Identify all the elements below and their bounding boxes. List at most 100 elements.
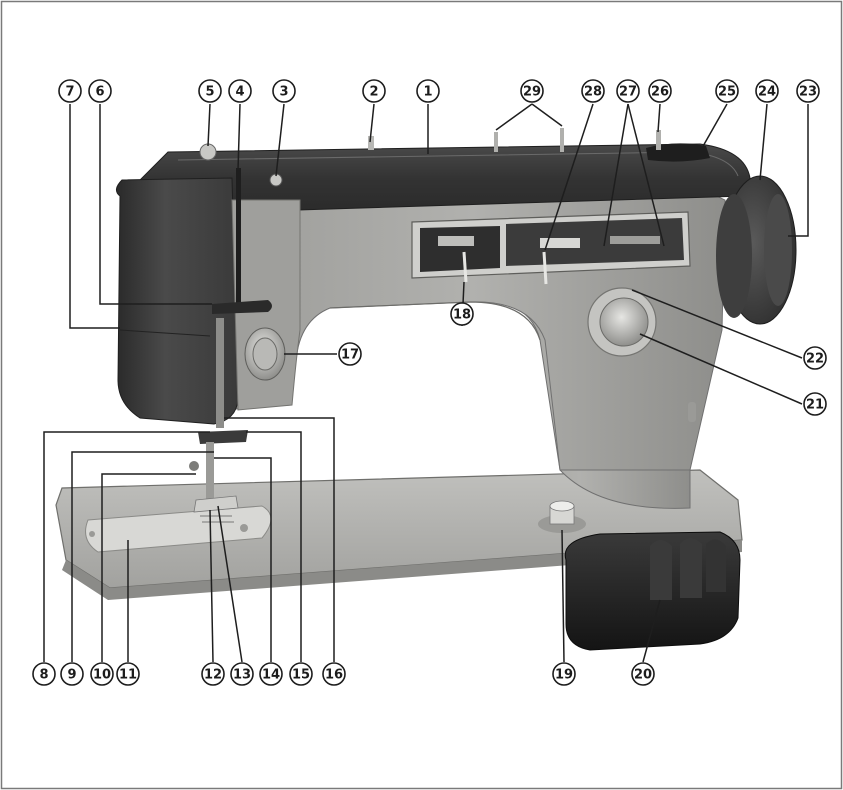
callout-circle xyxy=(581,79,605,103)
spool-pin xyxy=(494,132,498,152)
callout-number: 3 xyxy=(279,85,288,100)
callout-circle xyxy=(450,302,474,326)
callout-circle xyxy=(90,662,114,686)
bobbin-spool xyxy=(538,500,586,533)
needle-assembly xyxy=(189,318,248,513)
machine-head xyxy=(116,177,239,425)
callout-number: 1 xyxy=(423,85,432,100)
callout-28: 28 xyxy=(581,79,605,103)
callout-circle xyxy=(272,79,296,103)
callout-21: 21 xyxy=(803,392,827,416)
callout-number: 21 xyxy=(806,398,824,413)
callout-5: 5 xyxy=(198,79,222,103)
callout-number: 5 xyxy=(205,85,214,100)
callout-4: 4 xyxy=(228,79,252,103)
callout-7: 7 xyxy=(58,79,82,103)
callout-circle xyxy=(631,662,655,686)
needle-plate xyxy=(85,505,272,553)
callout-number: 23 xyxy=(799,85,817,100)
callout-number: 6 xyxy=(95,85,104,100)
callout-2: 2 xyxy=(362,79,386,103)
callout-10: 10 xyxy=(90,662,114,686)
callout-18: 18 xyxy=(450,302,474,326)
callout-22: 22 xyxy=(803,346,827,370)
callout-circle xyxy=(58,79,82,103)
callout-circle xyxy=(322,662,346,686)
callout-circle xyxy=(198,79,222,103)
callout-27: 27 xyxy=(616,79,640,103)
foot-controller xyxy=(564,531,741,651)
callout-3: 3 xyxy=(272,79,296,103)
bobbin-winder xyxy=(646,143,710,162)
callout-number: 29 xyxy=(523,85,541,100)
callout-number: 27 xyxy=(619,85,637,100)
callout-number: 20 xyxy=(634,668,652,683)
callout-14: 14 xyxy=(259,662,283,686)
callout-number: 18 xyxy=(453,308,471,323)
callout-number: 25 xyxy=(718,85,736,100)
callout-circle xyxy=(796,79,820,103)
callout-number: 17 xyxy=(341,348,359,363)
callout-circle xyxy=(289,662,313,686)
callout-26: 26 xyxy=(648,79,672,103)
callout-1: 1 xyxy=(416,79,440,103)
callout-24: 24 xyxy=(755,79,779,103)
callout-number: 13 xyxy=(233,668,251,683)
callout-number: 19 xyxy=(555,668,573,683)
callout-circle xyxy=(230,662,254,686)
callout-number: 22 xyxy=(806,352,824,367)
callout-circle xyxy=(803,346,827,370)
callout-number: 4 xyxy=(235,85,244,100)
callout-12: 12 xyxy=(201,662,225,686)
callout-15: 15 xyxy=(289,662,313,686)
callout-6: 6 xyxy=(88,79,112,103)
callout-9: 9 xyxy=(60,662,84,686)
pattern-panel xyxy=(411,211,691,285)
callout-circle xyxy=(520,79,544,103)
callout-circle xyxy=(648,79,672,103)
callout-circle xyxy=(116,662,140,686)
callout-circle xyxy=(715,79,739,103)
callout-number: 26 xyxy=(651,85,669,100)
callout-number: 9 xyxy=(67,668,76,683)
callout-circle xyxy=(32,662,56,686)
stitch-width-knob xyxy=(587,287,657,357)
callout-25: 25 xyxy=(715,79,739,103)
callout-number: 28 xyxy=(584,85,602,100)
callout-circle xyxy=(416,79,440,103)
callout-number: 8 xyxy=(39,668,48,683)
callout-circle xyxy=(755,79,779,103)
callout-circle xyxy=(259,662,283,686)
thread-tension-top xyxy=(199,143,217,161)
callout-17: 17 xyxy=(338,342,362,366)
callout-number: 24 xyxy=(758,85,776,100)
callout-circle xyxy=(201,662,225,686)
callout-11: 11 xyxy=(116,662,140,686)
callout-number: 7 xyxy=(65,85,74,100)
callout-8: 8 xyxy=(32,662,56,686)
callout-number: 16 xyxy=(325,668,343,683)
leader-lines xyxy=(43,103,809,663)
callout-number: 14 xyxy=(262,668,280,683)
sewing-machine xyxy=(55,128,797,651)
callout-number: 12 xyxy=(204,668,222,683)
callout-circle xyxy=(616,79,640,103)
callout-circle xyxy=(362,79,386,103)
callout-16: 16 xyxy=(322,662,346,686)
callout-29: 29 xyxy=(520,79,544,103)
callout-number: 10 xyxy=(93,668,111,683)
callout-circle xyxy=(552,662,576,686)
callout-number: 2 xyxy=(369,85,378,100)
callout-circle xyxy=(338,342,362,366)
hand-wheel xyxy=(716,175,797,325)
spool-pin xyxy=(560,128,564,152)
callout-circle xyxy=(228,79,252,103)
callout-13: 13 xyxy=(230,662,254,686)
callout-circle xyxy=(60,662,84,686)
callout-23: 23 xyxy=(796,79,820,103)
callout-20: 20 xyxy=(631,662,655,686)
callout-19: 19 xyxy=(552,662,576,686)
callout-circle xyxy=(803,392,827,416)
